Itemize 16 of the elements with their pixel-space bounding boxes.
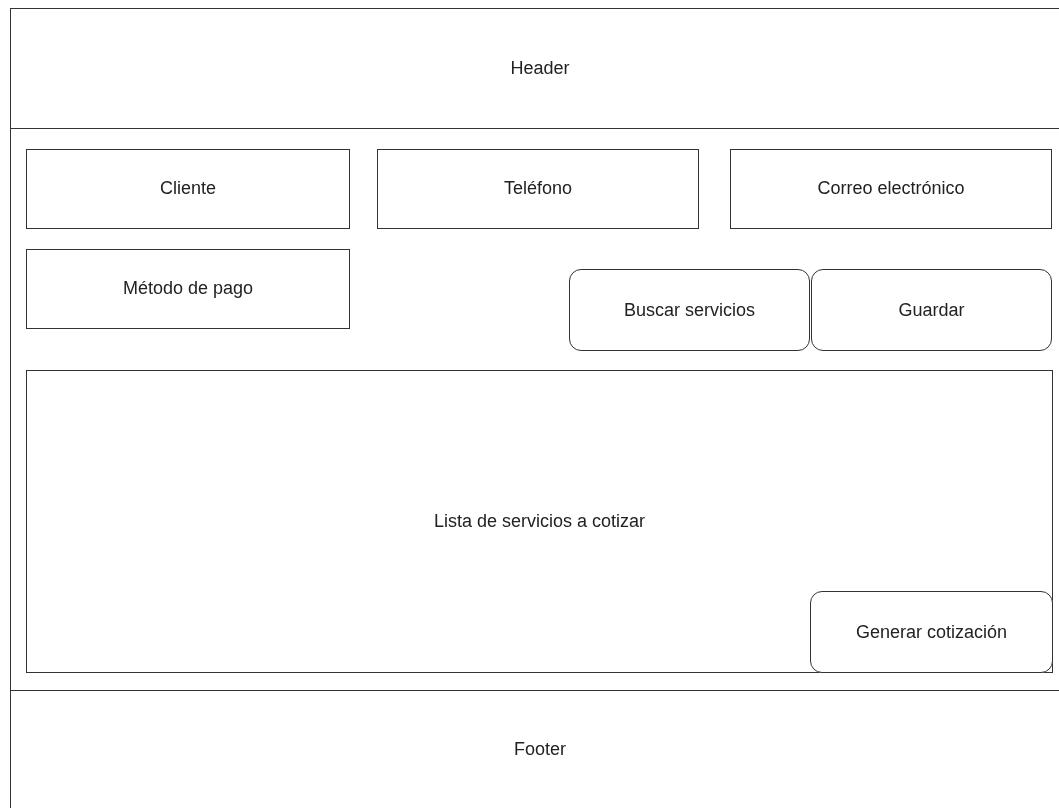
input-field: [377, 149, 699, 229]
field-label: Método de pago: [121, 278, 255, 299]
search-button: Buscar servicios: [569, 269, 810, 351]
field-label: Correo electrónico: [816, 178, 966, 199]
input-field: [730, 149, 1052, 229]
list-panel: [26, 370, 1053, 673]
generate-button: Generar cotización: [810, 591, 1053, 673]
footer-label: Footer: [513, 739, 567, 760]
save-button: Guardar: [811, 269, 1052, 351]
input-field: [26, 149, 350, 229]
field-label: Teléfono: [502, 178, 574, 199]
header-bar: [10, 8, 1059, 129]
input-field: [26, 249, 350, 329]
panel-label: Lista de servicios a cotizar: [432, 510, 647, 532]
field-label: Cliente: [159, 178, 217, 199]
header-label: Header: [509, 57, 571, 79]
